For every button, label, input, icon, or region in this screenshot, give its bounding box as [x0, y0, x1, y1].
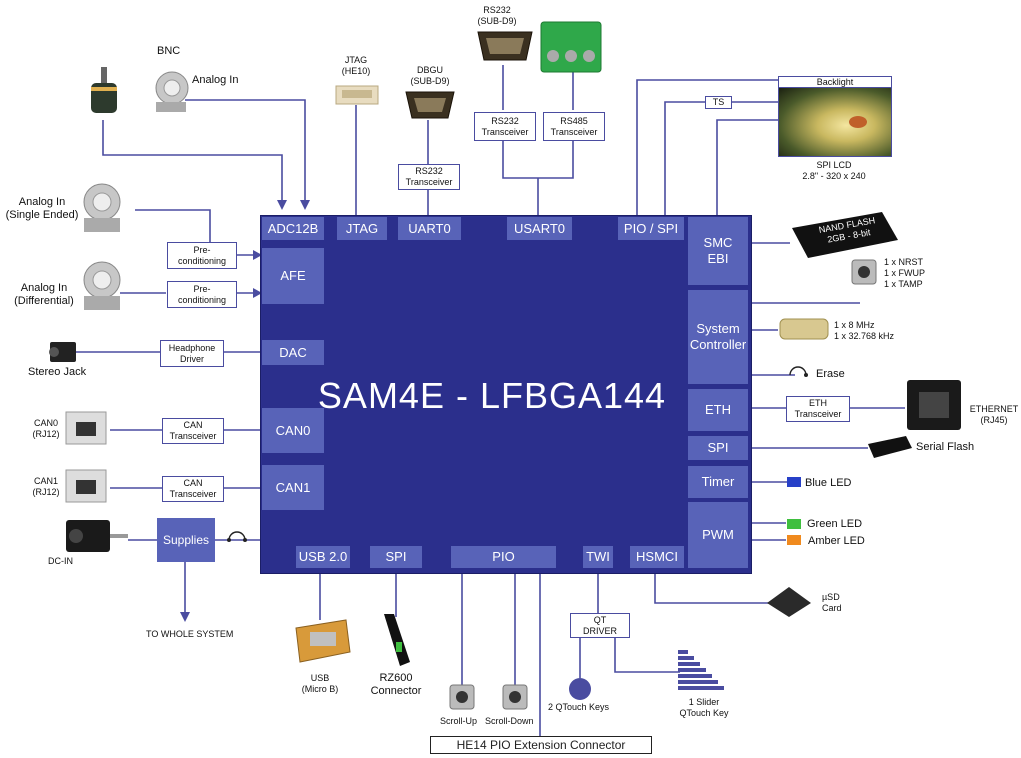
he10-header-icon	[335, 85, 379, 105]
port-twi: TWI	[583, 546, 613, 568]
dc-in-label: DC-IN	[48, 556, 73, 566]
usb-connector-icon	[295, 619, 351, 663]
sd-card-icon	[767, 587, 811, 617]
usb-label: USB (Micro B)	[301, 673, 339, 694]
rs485-transceiver: RS485 Transceiver	[543, 112, 605, 141]
rj45-jack-icon	[907, 380, 961, 430]
preconditioning-se: Pre- conditioning	[167, 242, 237, 269]
crystal-icon	[779, 318, 829, 340]
analog-in-se-label: Analog In (Single Ended)	[5, 196, 79, 221]
pushbutton-icon	[502, 684, 528, 710]
crystals-label: 1 x 8 MHz 1 x 32.768 kHz	[834, 320, 895, 341]
serial-flash-label: Serial Flash	[916, 441, 975, 453]
dbgu-label: DBGU (SUB-D9)	[410, 65, 450, 86]
can0-transceiver: CAN Transceiver	[162, 418, 224, 444]
chip-title: SAM4E - LFBGA144	[317, 375, 667, 416]
pushbutton-icon	[851, 259, 877, 285]
headphone-driver: Headphone Driver	[160, 340, 224, 367]
port-hsmci: HSMCI	[630, 546, 684, 568]
terminal-block-icon	[540, 21, 602, 73]
port-timer: Timer	[688, 466, 748, 498]
rs232-transceiver-dbgu: RS232 Transceiver	[398, 164, 460, 190]
preconditioning-diff: Pre- conditioning	[167, 281, 237, 308]
wire-bnc-adc	[185, 99, 306, 207]
usd-label: µSD Card	[822, 592, 842, 613]
audio-jack-icon	[49, 342, 76, 362]
wire-pot-adc	[102, 120, 283, 207]
spi-lcd-label: SPI LCD 2.8" - 320 x 240	[802, 160, 866, 181]
potentiometer-icon	[91, 67, 117, 113]
port-spi-bottom: SPI	[370, 546, 422, 568]
scroll-down-label: Scroll-Down	[485, 716, 534, 726]
qt-driver: QT DRIVER	[570, 613, 630, 638]
nand-chip-icon	[792, 212, 898, 258]
analog-in-diff-label: Analog In (Differential)	[14, 282, 74, 307]
port-jtag: JTAG	[337, 217, 387, 240]
rz600-module-icon	[384, 614, 410, 666]
lcd-photo-icon	[778, 87, 892, 157]
qtouch-key-icon	[569, 678, 591, 700]
ts-box: TS	[705, 96, 732, 109]
flash-chip-icon	[868, 436, 912, 458]
port-can1: CAN1	[262, 465, 324, 510]
buttons-label: 1 x NRST 1 x FWUP 1 x TAMP	[884, 257, 926, 289]
can1-transceiver: CAN Transceiver	[162, 476, 224, 502]
rj12-jack-icon	[65, 411, 107, 445]
led-icon	[787, 519, 801, 529]
port-uart0: UART0	[398, 217, 461, 240]
port-eth: ETH	[688, 389, 748, 431]
qtouch-slider-icon	[678, 650, 724, 690]
sam4e-chip	[260, 215, 752, 574]
pushbutton-icon	[449, 684, 475, 710]
slider-label: 1 Slider QTouch Key	[679, 697, 729, 718]
port-pio: PIO	[451, 546, 556, 568]
rs232-label: RS232 (SUB-D9)	[477, 5, 517, 26]
eth-transceiver: ETH Transceiver	[786, 396, 850, 422]
sub-d9-icon	[477, 31, 533, 61]
bnc-connector-icon	[83, 261, 121, 310]
port-can0: CAN0	[262, 408, 324, 453]
bnc-connector-icon	[155, 71, 189, 112]
supplies-block: Supplies	[157, 518, 215, 562]
sub-d9-icon	[405, 91, 455, 119]
port-adc12b: ADC12B	[262, 217, 324, 240]
bnc-label: BNC	[157, 45, 181, 57]
bnc-connector-icon	[83, 183, 121, 232]
dc-jack-icon	[66, 520, 128, 552]
port-system-controller: System Controller	[688, 290, 748, 384]
stereo-jack-label: Stereo Jack	[28, 366, 87, 378]
to-whole-system-label: TO WHOLE SYSTEM	[146, 629, 234, 639]
he14-connector: HE14 PIO Extension Connector	[430, 736, 652, 754]
can1-label: CAN1 (RJ12)	[32, 476, 60, 497]
port-dac: DAC	[262, 340, 324, 365]
ethernet-label: ETHERNET (RJ45)	[969, 404, 1019, 425]
amber-led-label: Amber LED	[808, 535, 865, 547]
port-smc-ebi: SMC EBI	[688, 217, 748, 285]
port-pio-spi: PIO / SPI	[618, 217, 684, 240]
can0-label: CAN0 (RJ12)	[32, 418, 60, 439]
qtouch-keys-label: 2 QTouch Keys	[548, 702, 610, 712]
port-usart0: USART0	[507, 217, 572, 240]
scroll-up-label: Scroll-Up	[440, 716, 478, 726]
port-afe: AFE	[262, 248, 324, 304]
port-pwm: PWM	[688, 502, 748, 568]
port-spi-right: SPI	[688, 436, 748, 460]
jtag-label: JTAG (HE10)	[341, 55, 371, 76]
blue-led-label: Blue LED	[805, 477, 852, 489]
rj12-jack-icon	[65, 469, 107, 503]
green-led-label: Green LED	[807, 518, 863, 530]
analog-in-label: Analog In	[192, 74, 239, 86]
led-icon	[787, 535, 801, 545]
led-icon	[787, 477, 801, 487]
rs232-transceiver: RS232 Transceiver	[474, 112, 536, 141]
erase-label: Erase	[816, 368, 845, 380]
port-usb: USB 2.0	[296, 546, 350, 568]
rz600-label: RZ600 Connector	[370, 672, 422, 697]
